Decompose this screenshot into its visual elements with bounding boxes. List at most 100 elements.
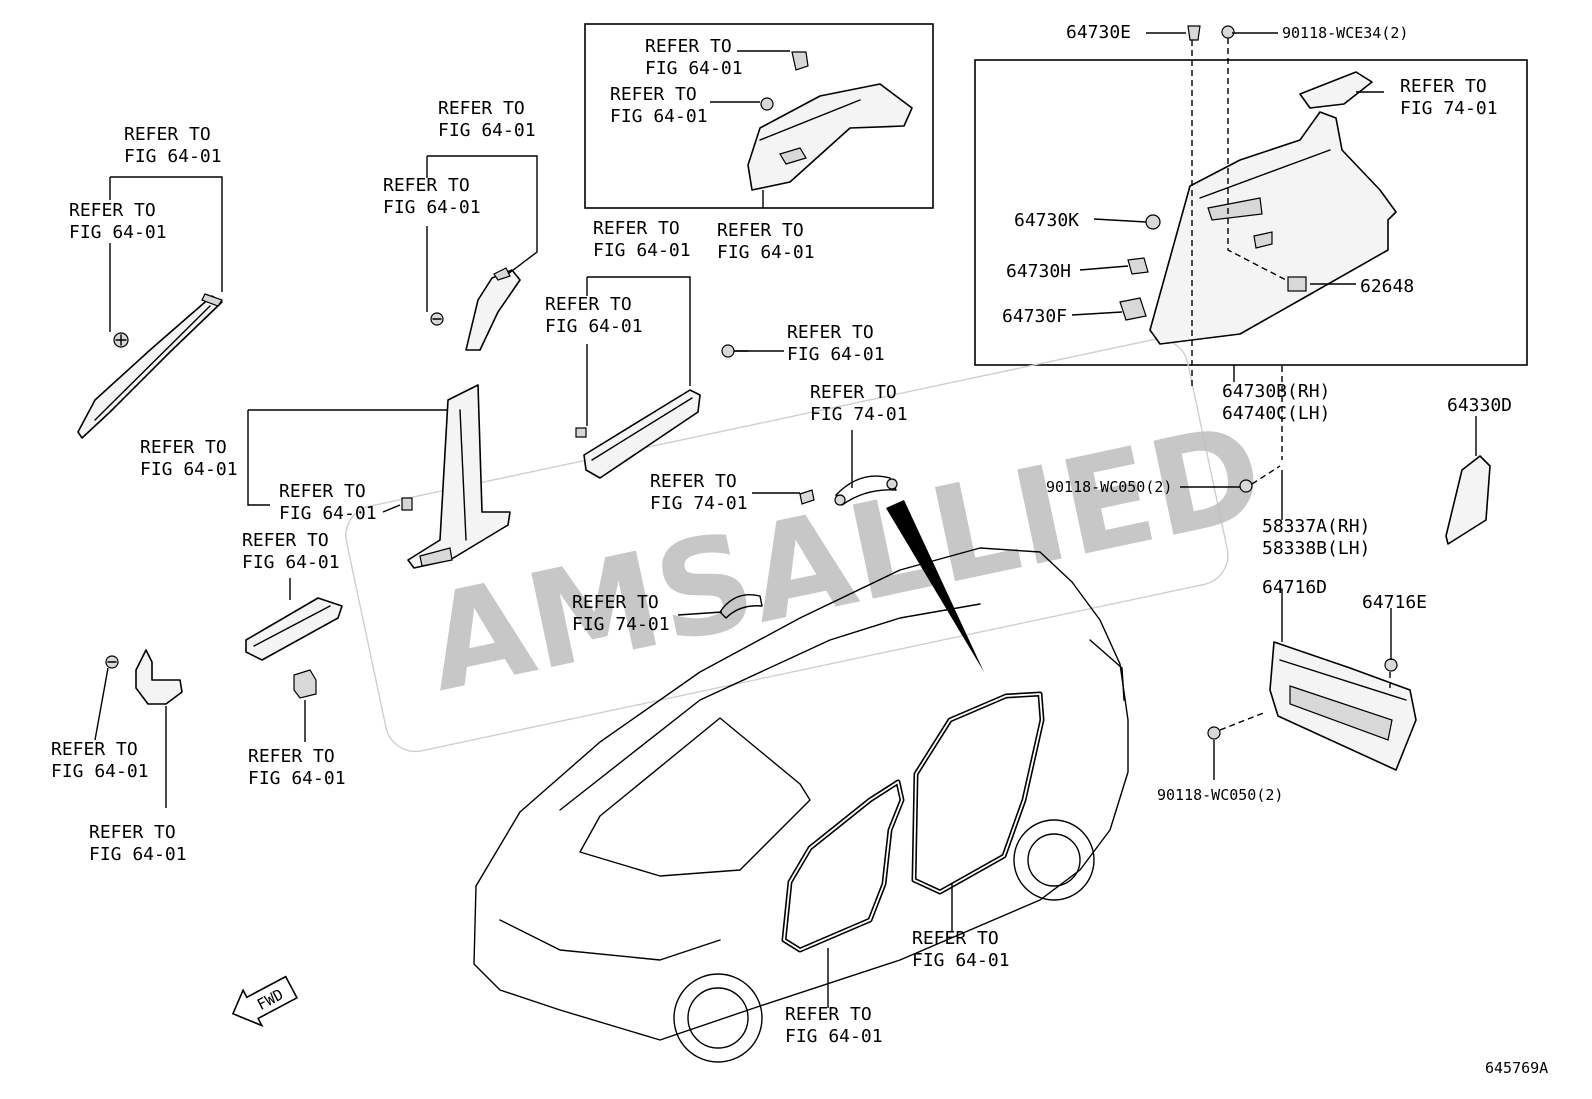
refer-label: REFER TO <box>785 1004 872 1025</box>
refer-label: REFER TO <box>279 481 366 502</box>
refer-label: REFER TO <box>810 382 897 403</box>
fig-label: FIG 64-01 <box>610 106 708 127</box>
front-door-weatherstrip <box>781 779 905 953</box>
fig-label: FIG 64-01 <box>242 552 340 573</box>
fig-label: FIG 64-01 <box>383 197 481 218</box>
part-number: 90118-WC050(2) <box>1157 786 1283 804</box>
refer-label: REFER TO <box>717 220 804 241</box>
clip-icon <box>105 655 119 669</box>
rear-door-scuff-plate <box>245 597 343 661</box>
center-pillar-lower-garnish <box>407 384 511 569</box>
front-door-scuff-plate <box>583 389 701 479</box>
clip-icon <box>1239 479 1253 493</box>
fig-label: FIG 64-01 <box>785 1026 883 1047</box>
part-number: 64716E <box>1362 592 1427 613</box>
fig-label: FIG 64-01 <box>279 503 377 524</box>
part-number: 64730K <box>1014 210 1079 231</box>
fig-label: FIG 64-01 <box>645 58 743 79</box>
watermark-text: AMSALLIED <box>414 395 1275 722</box>
clip-icon <box>1207 726 1221 740</box>
refer-label: REFER TO <box>545 294 632 315</box>
clip-icon <box>575 427 587 438</box>
part-number: 90118-WC050(2) <box>1046 478 1172 496</box>
part-number: 90118-WCE34(2) <box>1282 24 1408 42</box>
clip-icon <box>1145 214 1161 230</box>
refer-label: REFER TO <box>242 530 329 551</box>
clip-icon <box>1384 658 1398 672</box>
center-pillar-upper-garnish <box>465 267 521 351</box>
clip-icon <box>113 332 129 348</box>
part-number: 64330D <box>1447 395 1512 416</box>
cowl-side-trim <box>135 649 183 705</box>
refer-label: REFER TO <box>572 592 659 613</box>
clip-icon <box>791 51 809 71</box>
fig-label: FIG 74-01 <box>650 493 748 514</box>
fig-label: FIG 64-01 <box>545 316 643 337</box>
refer-label: REFER TO <box>610 84 697 105</box>
fig-label: FIG 64-01 <box>51 761 149 782</box>
clip-icon <box>430 312 444 326</box>
part-number: 58338B(LH) <box>1262 538 1370 559</box>
vehicle-outline <box>473 547 1129 1063</box>
refer-label: REFER TO <box>787 322 874 343</box>
fig-label: FIG 64-01 <box>912 950 1010 971</box>
part-number: 58337A(RH) <box>1262 516 1370 537</box>
refer-label: REFER TO <box>51 739 138 760</box>
figure-id: 645769A <box>1485 1059 1548 1077</box>
refer-label: REFER TO <box>248 746 335 767</box>
refer-label: REFER TO <box>438 98 525 119</box>
refer-label: REFER TO <box>89 822 176 843</box>
refer-label: REFER TO <box>124 124 211 145</box>
clip-icon <box>1127 257 1149 275</box>
refer-label: REFER TO <box>593 218 680 239</box>
fig-label: FIG 64-01 <box>89 844 187 865</box>
quarter-trim-panel <box>1149 111 1397 345</box>
refer-label: REFER TO <box>140 437 227 458</box>
fig-label: FIG 64-01 <box>787 344 885 365</box>
part-number: 64730B(RH) <box>1222 381 1330 402</box>
clip-icon <box>1119 297 1147 321</box>
part-number: 64730E <box>1066 22 1131 43</box>
part-number: 64730F <box>1002 306 1067 327</box>
deck-side-trim-cover <box>1445 455 1491 545</box>
screw-icon <box>1221 25 1235 39</box>
fig-label: FIG 74-01 <box>810 404 908 425</box>
luggage-hook-cover <box>1299 71 1373 109</box>
screw-icon <box>799 489 815 505</box>
fig-label: FIG 64-01 <box>717 242 815 263</box>
fig-label: FIG 74-01 <box>1400 98 1498 119</box>
refer-label: REFER TO <box>650 471 737 492</box>
refer-label: REFER TO <box>912 928 999 949</box>
clip-icon <box>401 497 413 511</box>
location-pointer <box>886 500 984 672</box>
part-number: 64716D <box>1262 577 1327 598</box>
fig-label: FIG 64-01 <box>593 240 691 261</box>
fwd-arrow-icon: FWD <box>231 975 299 1028</box>
rear-floor-finish-plate <box>1269 641 1417 771</box>
fig-label: FIG 64-01 <box>124 146 222 167</box>
fig-label: FIG 74-01 <box>572 614 670 635</box>
refer-label: REFER TO <box>383 175 470 196</box>
back-door-upper-trim <box>747 83 913 191</box>
fig-label: FIG 64-01 <box>140 459 238 480</box>
clip-icon <box>293 669 317 699</box>
refer-label: REFER TO <box>1400 76 1487 97</box>
front-pillar-garnish <box>77 293 223 439</box>
clip-icon <box>1187 25 1201 41</box>
inset-frame-quarter-trim <box>974 59 1528 366</box>
refer-label: REFER TO <box>645 36 732 57</box>
callouts: REFER TO FIG 64-01 REFER TO FIG 64-01 RE… <box>51 22 1548 1077</box>
fig-label: FIG 64-01 <box>69 222 167 243</box>
cover-plate <box>1287 276 1307 292</box>
refer-label: REFER TO <box>69 200 156 221</box>
rear-door-weatherstrip <box>911 691 1045 895</box>
part-number: 64730H <box>1006 261 1071 282</box>
part-number: 62648 <box>1360 276 1414 297</box>
fig-label: FIG 64-01 <box>248 768 346 789</box>
inset-frame-upper-trim <box>584 23 934 209</box>
clip-icon <box>760 97 774 111</box>
part-number: 64740C(LH) <box>1222 403 1330 424</box>
leader-lines <box>94 32 1477 1008</box>
fig-label: FIG 64-01 <box>438 120 536 141</box>
